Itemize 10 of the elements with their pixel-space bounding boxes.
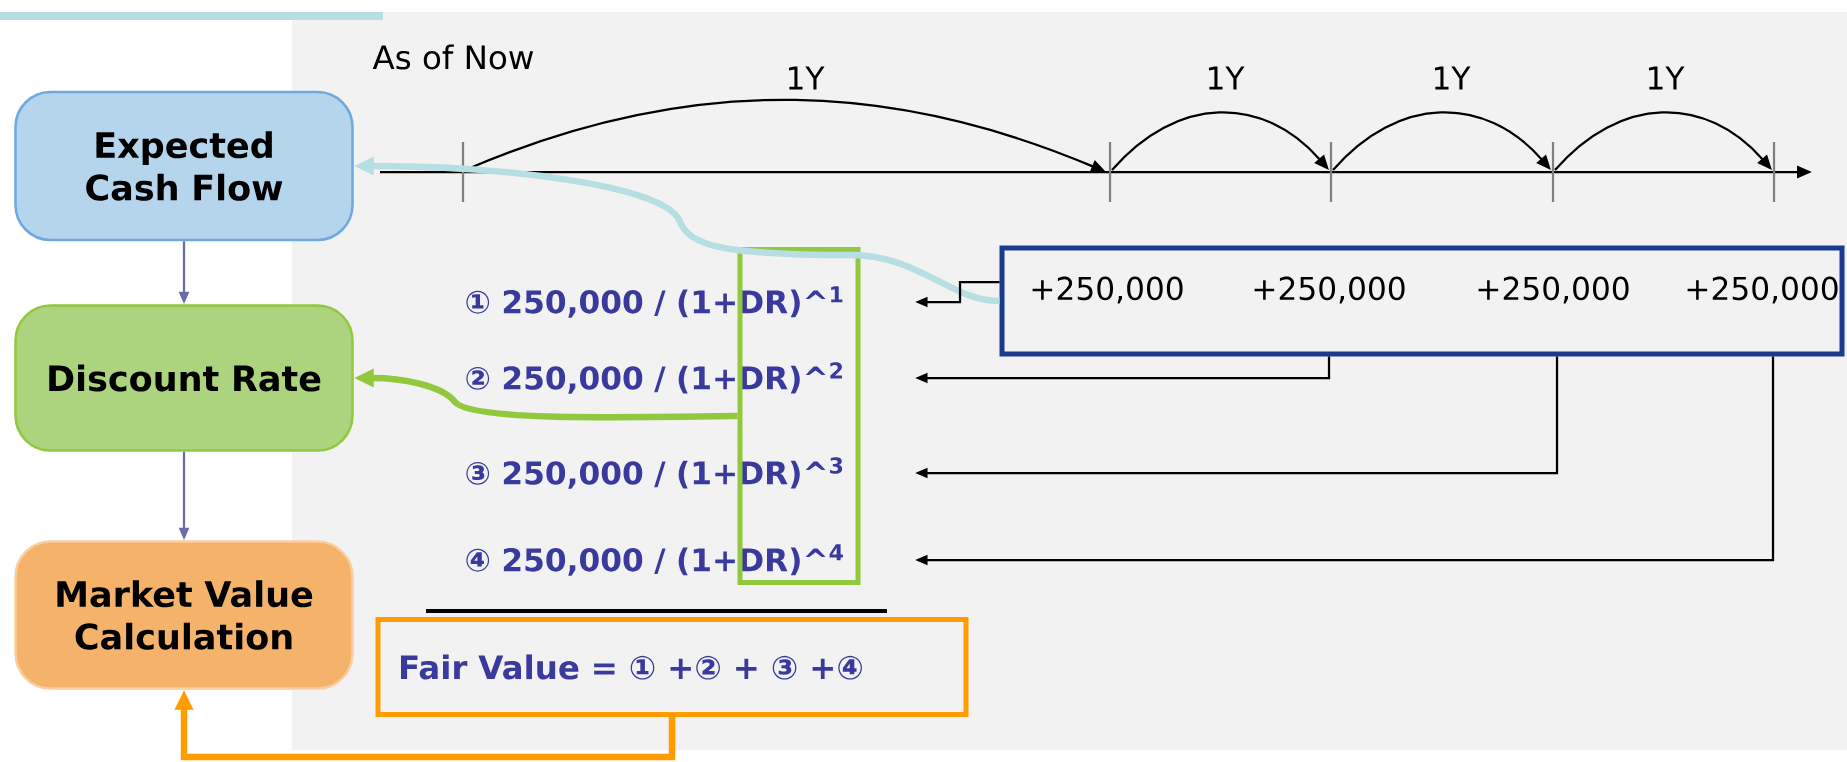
timeline-label: As of Now: [372, 44, 534, 70]
timeline-label: 1Y: [1649, 66, 1685, 90]
sum-box: Fair Value = ① +② + ③ +④: [375, 617, 969, 717]
timeline-label: 1Y: [1209, 66, 1245, 90]
process-box: Expected Cash Flow: [14, 90, 354, 242]
timeline-label: 1Y: [1435, 66, 1471, 90]
timeline-label: 1Y: [788, 66, 825, 90]
process-box: Discount Rate: [14, 304, 354, 452]
amount-box: +250,000 +250,000 +250,000 +250,000: [999, 245, 1845, 357]
process-box: Market Value Calculation: [14, 540, 354, 690]
